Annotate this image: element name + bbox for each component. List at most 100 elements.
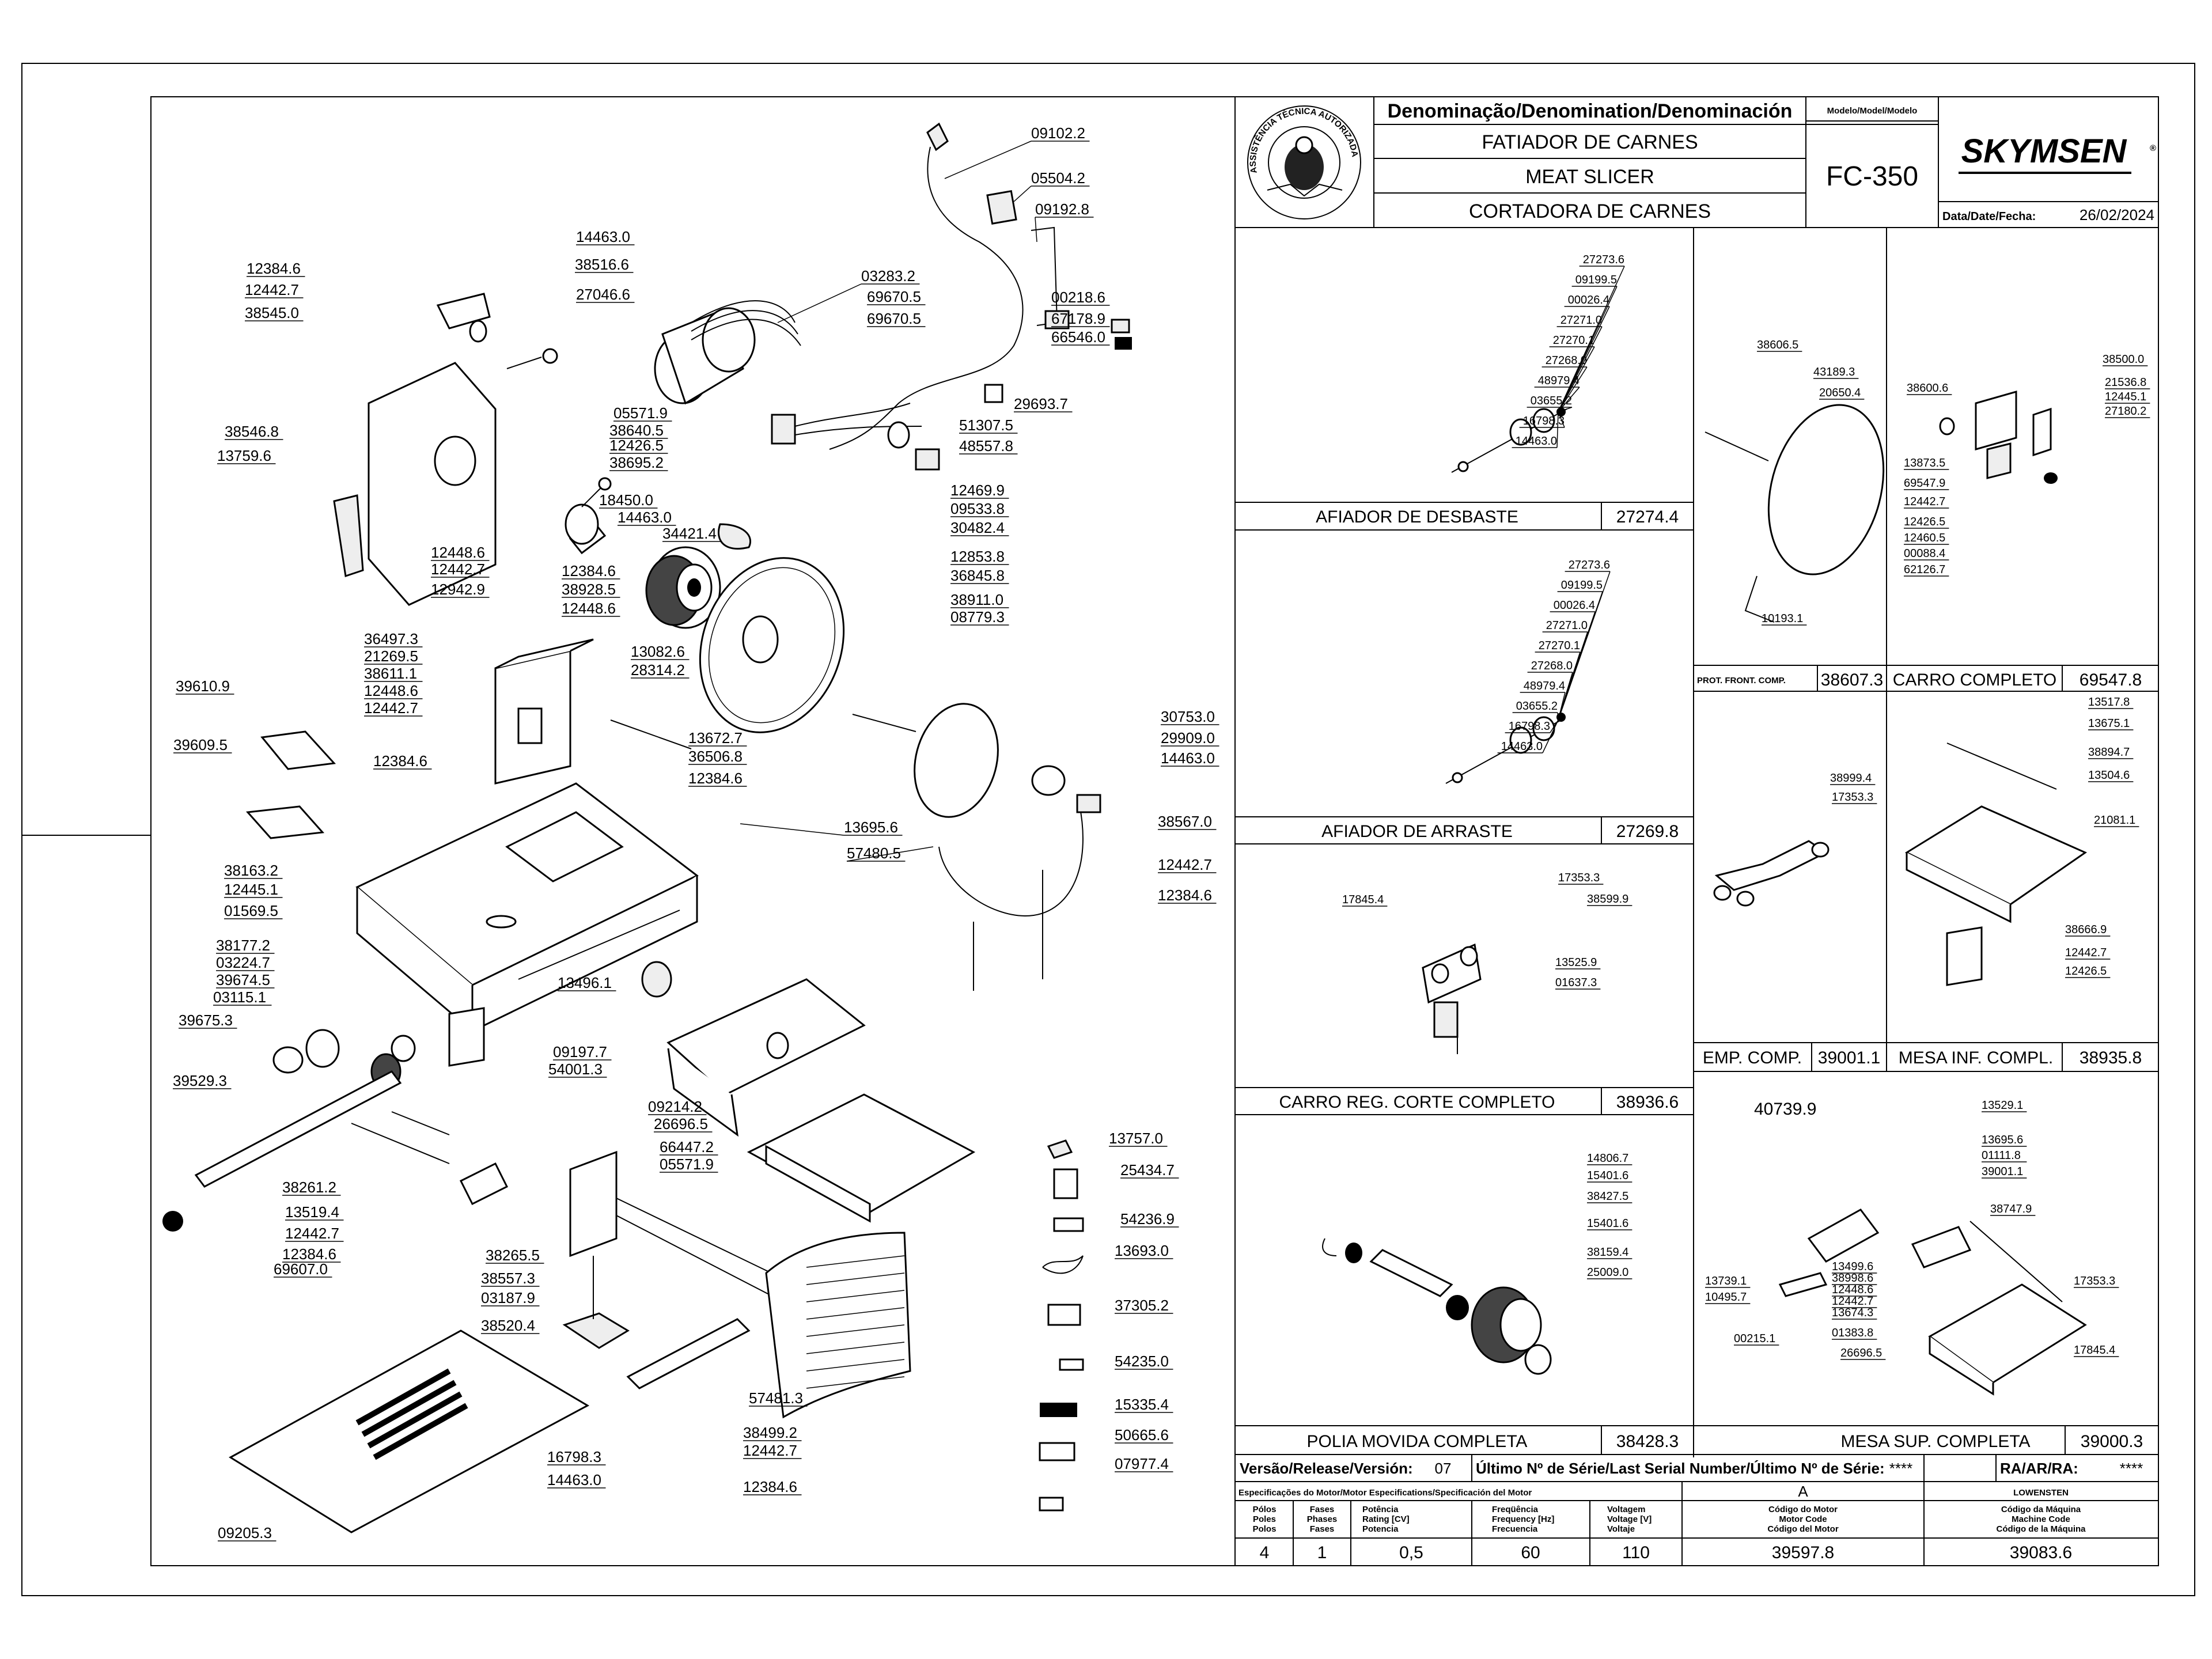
part-label: 05504.2 (1031, 169, 1085, 187)
part-label: 13519.4 (285, 1203, 339, 1221)
part-label: 17845.4 (2074, 1344, 2115, 1357)
part-label: 38265.5 (486, 1247, 540, 1264)
part-label: 27270.1 (1553, 334, 1594, 347)
svg-text:Voltaje: Voltaje (1607, 1524, 1635, 1534)
part-label: 38427.5 (1587, 1190, 1628, 1203)
part-label: 03655.2 (1531, 395, 1572, 407)
part-label: 54236.9 (1120, 1210, 1175, 1228)
part-label: 13693.0 (1115, 1242, 1169, 1259)
part-label: 12442.7 (2065, 946, 2107, 959)
part-label: 36497.3 (364, 630, 418, 647)
svg-text:Fases: Fases (1310, 1524, 1335, 1534)
part-label: 13757.0 (1109, 1130, 1163, 1147)
svg-text:Freqüência: Freqüência (1492, 1505, 1539, 1514)
leader-line (846, 846, 934, 862)
part-label: 10495.7 (1705, 1291, 1747, 1304)
svg-text:Código del Motor: Código del Motor (1767, 1524, 1838, 1534)
rail (626, 1318, 751, 1389)
date-value: 26/02/2024 (2080, 206, 2154, 224)
part-label: 13674.3 (1832, 1306, 1873, 1319)
part-label: 38177.2 (216, 937, 270, 954)
part-label: 21081.1 (2094, 814, 2135, 827)
part-label: 51307.5 (959, 416, 1013, 434)
ra-value: **** (2120, 1460, 2143, 1477)
plate-a (260, 730, 336, 770)
part-label: 27271.0 (1560, 314, 1602, 327)
guard-disc (914, 703, 999, 818)
part-label: 13082.6 (631, 643, 685, 660)
part-label: 03224.7 (216, 954, 270, 971)
name-es: CORTADORA DE CARNES (1469, 200, 1711, 222)
part-label: 13517.8 (2088, 696, 2130, 709)
motor (654, 300, 801, 405)
authorized-service-seal: ASSISTÊNCIA TÉCNICA AUTORIZADA (1247, 105, 1361, 219)
part-label: 12448.6 (562, 600, 616, 617)
part-label: 14463.0 (1516, 435, 1557, 448)
part-label: 39609.5 (173, 736, 228, 753)
part-label: 27270.1 (1539, 639, 1580, 652)
carro-completo-drawing (1939, 391, 2058, 484)
afiador-arraste-drawing (1445, 713, 1566, 784)
carro-reg-corte-drawing (1422, 943, 1482, 1054)
part-label: 15401.6 (1587, 1217, 1628, 1230)
part-label: 69607.0 (274, 1260, 328, 1278)
part-label: 38928.5 (562, 581, 616, 598)
shaft-housing (565, 477, 612, 555)
part-label: 12384.6 (562, 562, 616, 579)
part-label: 38520.4 (481, 1317, 535, 1334)
svg-text:Motor Code: Motor Code (1779, 1514, 1827, 1524)
part-label: 12426.5 (1904, 516, 1945, 528)
part-label: 01383.8 (1832, 1327, 1873, 1339)
code-carro-completo: 69547.8 (2080, 671, 2142, 690)
denomination-header: Denominação/Denomination/Denominación (1388, 100, 1793, 122)
release-value: 07 (1435, 1460, 1452, 1477)
part-label: 12426.5 (609, 437, 664, 454)
code-mesa-sup: 39000.3 (2081, 1432, 2143, 1451)
caption-mesa-sup: MESA SUP. COMPLETA (1841, 1432, 2031, 1451)
part-label: 03283.2 (861, 267, 915, 285)
leader-line (1556, 411, 1559, 448)
part-label: 12942.9 (431, 581, 485, 598)
leader-line (1558, 407, 1573, 412)
part-label: 57480.5 (847, 844, 901, 862)
part-label: 00218.6 (1051, 289, 1105, 306)
part-label: 12442.7 (743, 1442, 797, 1459)
part-label: 57481.3 (749, 1389, 803, 1407)
part-label: 54235.0 (1115, 1353, 1169, 1370)
part-label: 13739.1 (1705, 1275, 1747, 1287)
part-label: 12384.6 (743, 1478, 797, 1495)
model-number: FC-350 (1826, 161, 1918, 192)
part-label: 48979.4 (1538, 374, 1580, 387)
mesa-sup-main-label: 40739.9 (1754, 1100, 1816, 1119)
part-label: 36845.8 (950, 567, 1005, 584)
part-label: 12445.1 (2105, 391, 2146, 403)
part-label: 48979.4 (1524, 680, 1565, 692)
code-afiador-desbaste: 27274.4 (1616, 507, 1679, 527)
part-label: 13672.7 (688, 729, 743, 747)
part-label: 17353.3 (1832, 791, 1873, 804)
part-label: 12448.6 (364, 682, 418, 699)
part-label: 25434.7 (1120, 1161, 1175, 1179)
part-label: 01569.5 (224, 902, 278, 919)
part-label: 38640.5 (609, 422, 664, 439)
svg-text:Frequency [Hz]: Frequency [Hz] (1492, 1514, 1554, 1524)
part-label: 39610.9 (176, 677, 230, 695)
part-label: 30482.4 (950, 519, 1005, 536)
name-pt: FATIADOR DE CARNES (1482, 131, 1698, 153)
label-plate (986, 190, 1017, 225)
part-label: 12460.5 (1904, 532, 1945, 544)
main-exploded-view (162, 122, 1132, 1533)
part-label: 29693.7 (1014, 395, 1068, 412)
leader-line (1558, 692, 1566, 721)
caption-mesa-inf: MESA INF. COMPL. (1899, 1048, 2053, 1067)
part-label: 16798.3 (547, 1448, 601, 1465)
part-label: 12442.7 (1904, 495, 1945, 508)
part-label: 12384.6 (1158, 887, 1212, 904)
part-label: 14463.0 (547, 1471, 601, 1488)
part-label: 12426.5 (2065, 965, 2107, 978)
part-label: 39675.3 (179, 1012, 233, 1029)
leader-line (944, 141, 1032, 179)
part-label: 13695.6 (1982, 1134, 2023, 1146)
drawing-frame (150, 96, 2159, 1566)
caption-emp-comp: EMP. COMP. (1703, 1048, 1802, 1067)
